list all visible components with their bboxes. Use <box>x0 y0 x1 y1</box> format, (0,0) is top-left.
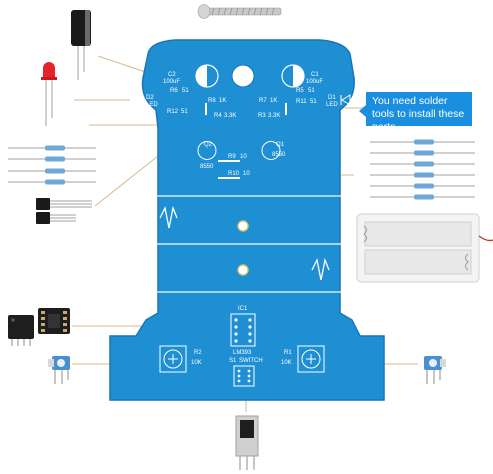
label-r8-value: 1K <box>219 98 226 104</box>
label-r6: R6 <box>170 88 178 94</box>
trim-potentiometer-left <box>48 356 70 384</box>
label-r11-value: 51 <box>310 99 317 105</box>
pcb-board: C2 100uF C1 100uF D2 LED D1 LED R6 51 R5… <box>109 39 385 401</box>
label-q1-value: 8550 <box>272 152 286 158</box>
solder-tools-callout: You need solder tools to install these p… <box>359 92 472 133</box>
electrolytic-capacitor <box>71 10 91 80</box>
label-d1: D1 <box>328 95 336 101</box>
label-r7: R7 <box>259 98 267 104</box>
label-q2: Q2 <box>204 142 213 148</box>
label-r6-value: 51 <box>182 88 189 94</box>
label-r1: R1 <box>284 350 292 356</box>
trim-potentiometer-right <box>424 356 446 384</box>
label-r10-value: 10 <box>243 171 250 177</box>
label-r5-value: 51 <box>308 88 315 94</box>
label-q1: Q1 <box>276 142 285 148</box>
transistors <box>36 198 92 224</box>
battery-holder <box>356 213 493 283</box>
label-d2: D2 <box>146 95 154 101</box>
label-c2: C2 <box>168 72 176 78</box>
red-led <box>41 62 57 126</box>
label-ic1: IC1 <box>238 306 248 312</box>
label-r4-value: 3.3K <box>224 113 236 119</box>
label-d2-led: LED <box>146 102 158 108</box>
label-s1: S1 <box>229 358 237 364</box>
label-q2-value: 8550 <box>200 164 214 170</box>
label-r10: R10 <box>228 171 240 177</box>
label-c1-value: 100uF <box>306 79 323 85</box>
label-r9-value: 10 <box>240 154 247 160</box>
label-r3: R3 <box>258 113 266 119</box>
label-c1: C1 <box>311 72 319 78</box>
label-r12: R12 <box>167 109 179 115</box>
label-r1-value: 10K <box>281 360 292 366</box>
lm393-ic <box>8 315 34 346</box>
label-c2-value: 100uF <box>163 79 180 85</box>
screw <box>197 4 282 19</box>
label-r11: R11 <box>296 99 307 105</box>
label-d1-led: LED <box>326 102 338 108</box>
ic-socket <box>38 308 70 334</box>
label-ic1-value: LM393 <box>233 350 252 356</box>
resistors-left <box>8 145 96 185</box>
resistors-right <box>370 139 475 200</box>
label-r3-value: 3.3K <box>268 113 280 119</box>
label-r5: R5 <box>296 88 304 94</box>
label-r8: R8 <box>208 98 216 104</box>
label-s1-value: SWITCH <box>239 358 263 364</box>
label-r12-value: 51 <box>181 109 188 115</box>
label-r9: R9 <box>228 154 236 160</box>
slide-switch <box>235 415 259 470</box>
label-r4: R4 <box>214 113 222 119</box>
label-r2: R2 <box>194 350 202 356</box>
label-r2-value: 10K <box>191 360 202 366</box>
label-r7-value: 1K <box>270 98 277 104</box>
